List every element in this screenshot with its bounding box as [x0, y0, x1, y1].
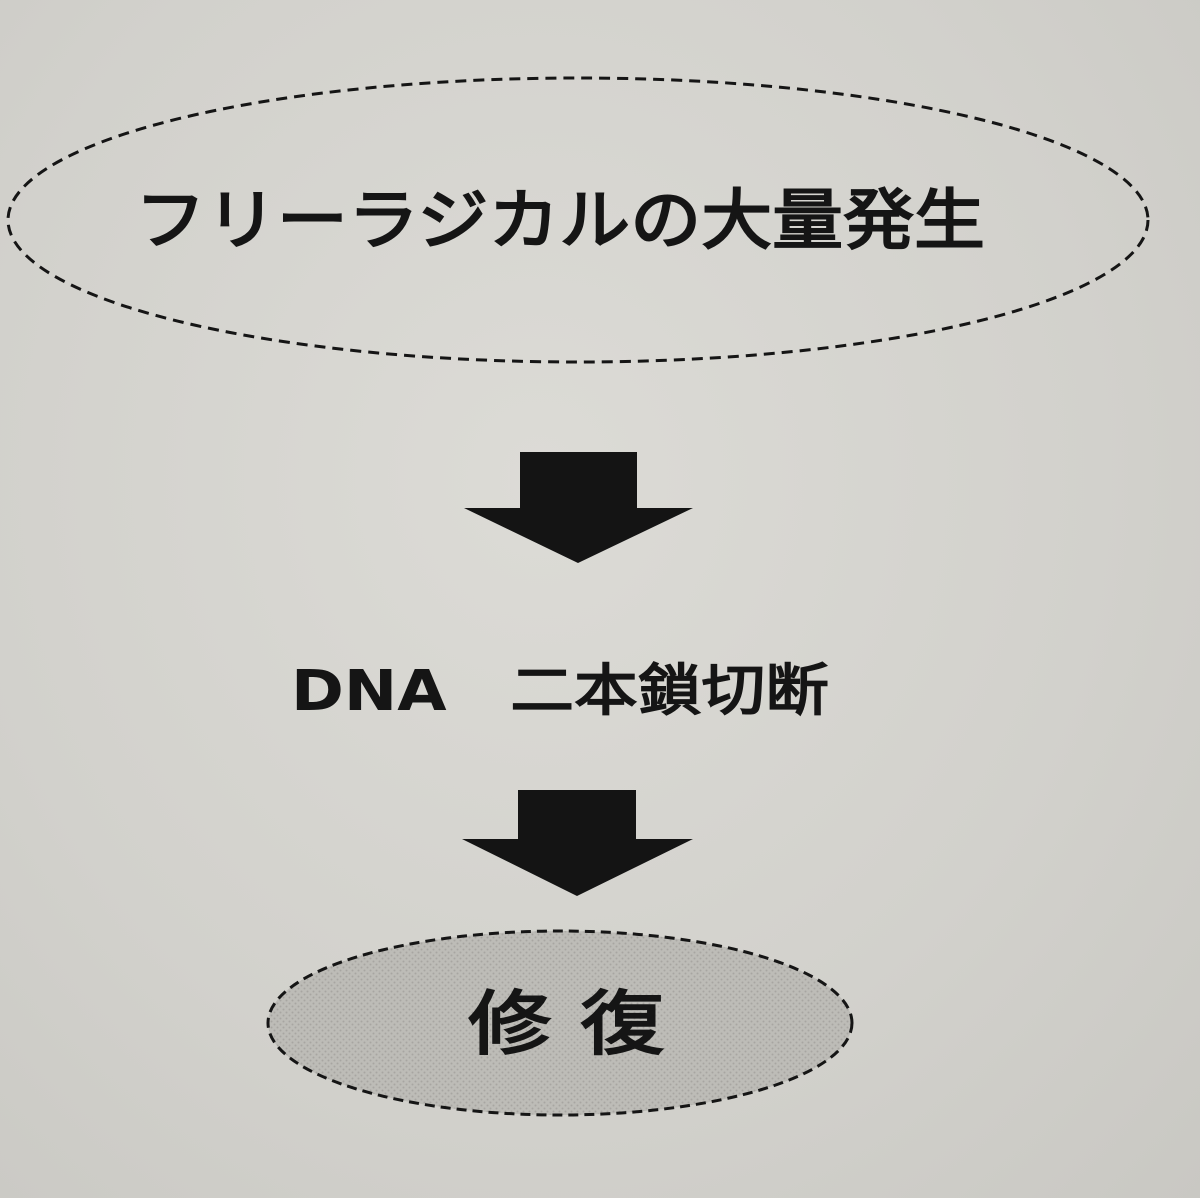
node-free-radical: フリーラジカルの大量発生 [6, 76, 1150, 364]
repair-label: 修 復 [468, 983, 665, 1065]
repair-ellipse [266, 929, 854, 1117]
node-repair: 修 復 [266, 929, 854, 1117]
arrow-down-1 [464, 452, 693, 563]
free-radical-ellipse [6, 76, 1150, 364]
free-radical-label: フリーラジカルの大量発生 [135, 182, 985, 259]
node-dna-break: DNA 二本鎖切断 [291, 659, 829, 724]
arrow-down-2 [462, 790, 693, 896]
dna-break-label: DNA 二本鎖切断 [291, 659, 829, 724]
